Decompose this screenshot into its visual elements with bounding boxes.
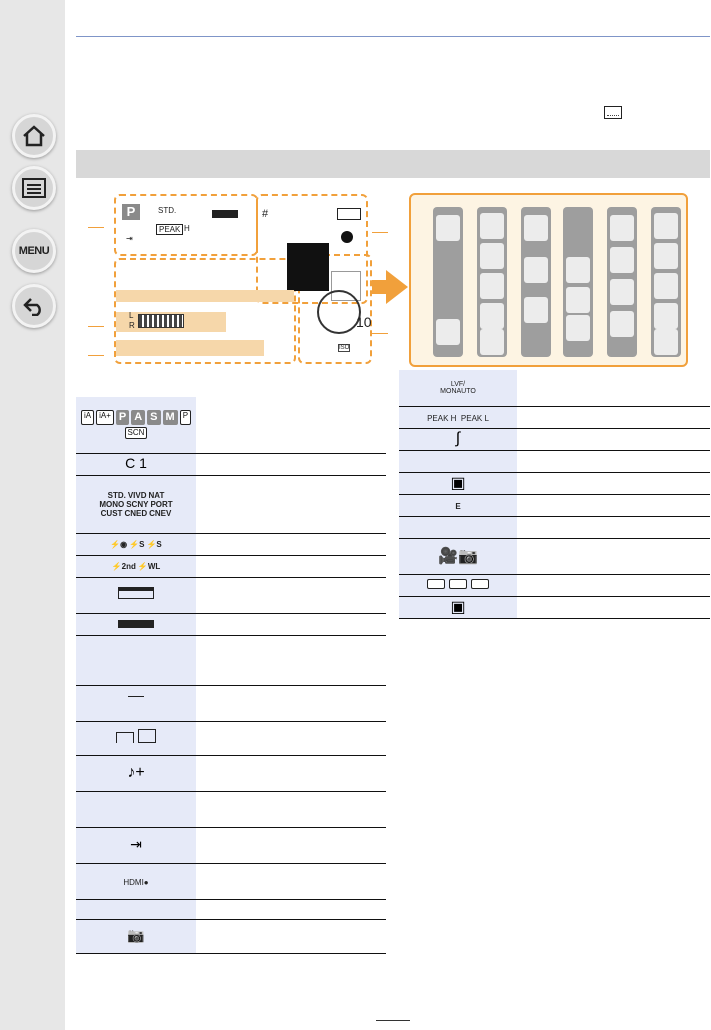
overlay-bar-1 [116, 290, 294, 302]
table-row [76, 721, 196, 756]
touch-strip-6 [651, 207, 681, 357]
callout-line-1 [88, 227, 104, 228]
card-icon: ⇥ [126, 234, 133, 243]
audio-level-icon [138, 314, 184, 328]
peaking-icon: PEAK [156, 224, 184, 235]
table-row [76, 577, 196, 614]
table-row: C 1 [76, 453, 196, 476]
photo-style-icon: STD. [158, 206, 177, 215]
list-button[interactable] [12, 166, 56, 210]
quality-icon [212, 210, 238, 218]
list-icon [22, 178, 46, 198]
touch-strip-4 [563, 207, 593, 357]
grid-icon: # [262, 208, 269, 220]
table-row [399, 574, 517, 597]
table-row [76, 685, 196, 722]
iso-icon: ISO [338, 344, 351, 352]
mode-p-icon: P [122, 204, 140, 220]
arrow-right-icon [386, 270, 408, 304]
callout-line-3 [88, 355, 104, 356]
table-row [399, 450, 517, 473]
monitor-icon [604, 106, 622, 119]
record-dot-icon [341, 231, 353, 243]
table-row [399, 516, 517, 539]
touch-strip-1 [433, 207, 463, 357]
nav-sidebar: MENU [0, 0, 65, 1030]
af-circle-icon [317, 290, 361, 334]
table-row: ∫ [399, 428, 517, 451]
arrow-stem [372, 280, 388, 294]
table-row: ⚡2nd⚡WL [76, 555, 196, 578]
back-button[interactable] [12, 284, 56, 328]
home-button[interactable] [12, 114, 56, 158]
shots-remaining: 10 [356, 314, 372, 330]
battery-icon [337, 208, 361, 220]
menu-label: MENU [18, 245, 50, 257]
section-band [76, 150, 710, 178]
table-row: ⇥ [76, 827, 196, 864]
back-arrow-icon [23, 298, 41, 316]
callout-line-2 [88, 326, 104, 327]
home-icon [23, 125, 45, 147]
touch-tabs-panel [409, 193, 688, 367]
overlay-bar-3 [116, 340, 264, 356]
touch-strip-3 [521, 207, 551, 357]
menu-button[interactable]: MENU [12, 229, 56, 273]
level-r: R [129, 321, 135, 330]
callout-line-4 [372, 232, 388, 233]
touch-strip-2 [477, 207, 507, 357]
header-rule [76, 36, 710, 37]
table-row: ♪+ [76, 755, 196, 792]
table-row [76, 899, 196, 920]
table-row [76, 635, 196, 686]
callout-region-2 [256, 194, 368, 304]
right-icon-table: LVF/MONAUTO PEAK H PEAK L ∫ ▣ E 🎥📷 ▣ [399, 370, 710, 619]
table-row: 🎥📷 [399, 538, 517, 575]
table-row: PEAK H PEAK L [399, 406, 517, 429]
table-row: 📷 [76, 919, 196, 954]
monitor-screen-diagram: P STD. ⇥ PEAK H # L R 10 ISO Fn [104, 194, 463, 370]
peaking-level: H [184, 224, 190, 233]
callout-region-4 [298, 254, 372, 364]
table-row: E [399, 494, 517, 517]
touch-strip-5 [607, 207, 637, 357]
table-row: LVF/MONAUTO [399, 370, 517, 407]
table-row: ▣ [399, 472, 517, 495]
table-row: ⚡◉⚡S⚡S [76, 533, 196, 556]
table-row [76, 791, 196, 828]
callout-region-3 [114, 258, 296, 364]
page-number-rule [376, 1020, 410, 1021]
callout-line-5 [372, 333, 388, 334]
histogram-icon [287, 243, 329, 291]
table-row: HDMI● [76, 863, 196, 900]
table-row: ▣ [399, 596, 517, 619]
level-l: L [129, 311, 134, 320]
table-row [76, 613, 196, 636]
